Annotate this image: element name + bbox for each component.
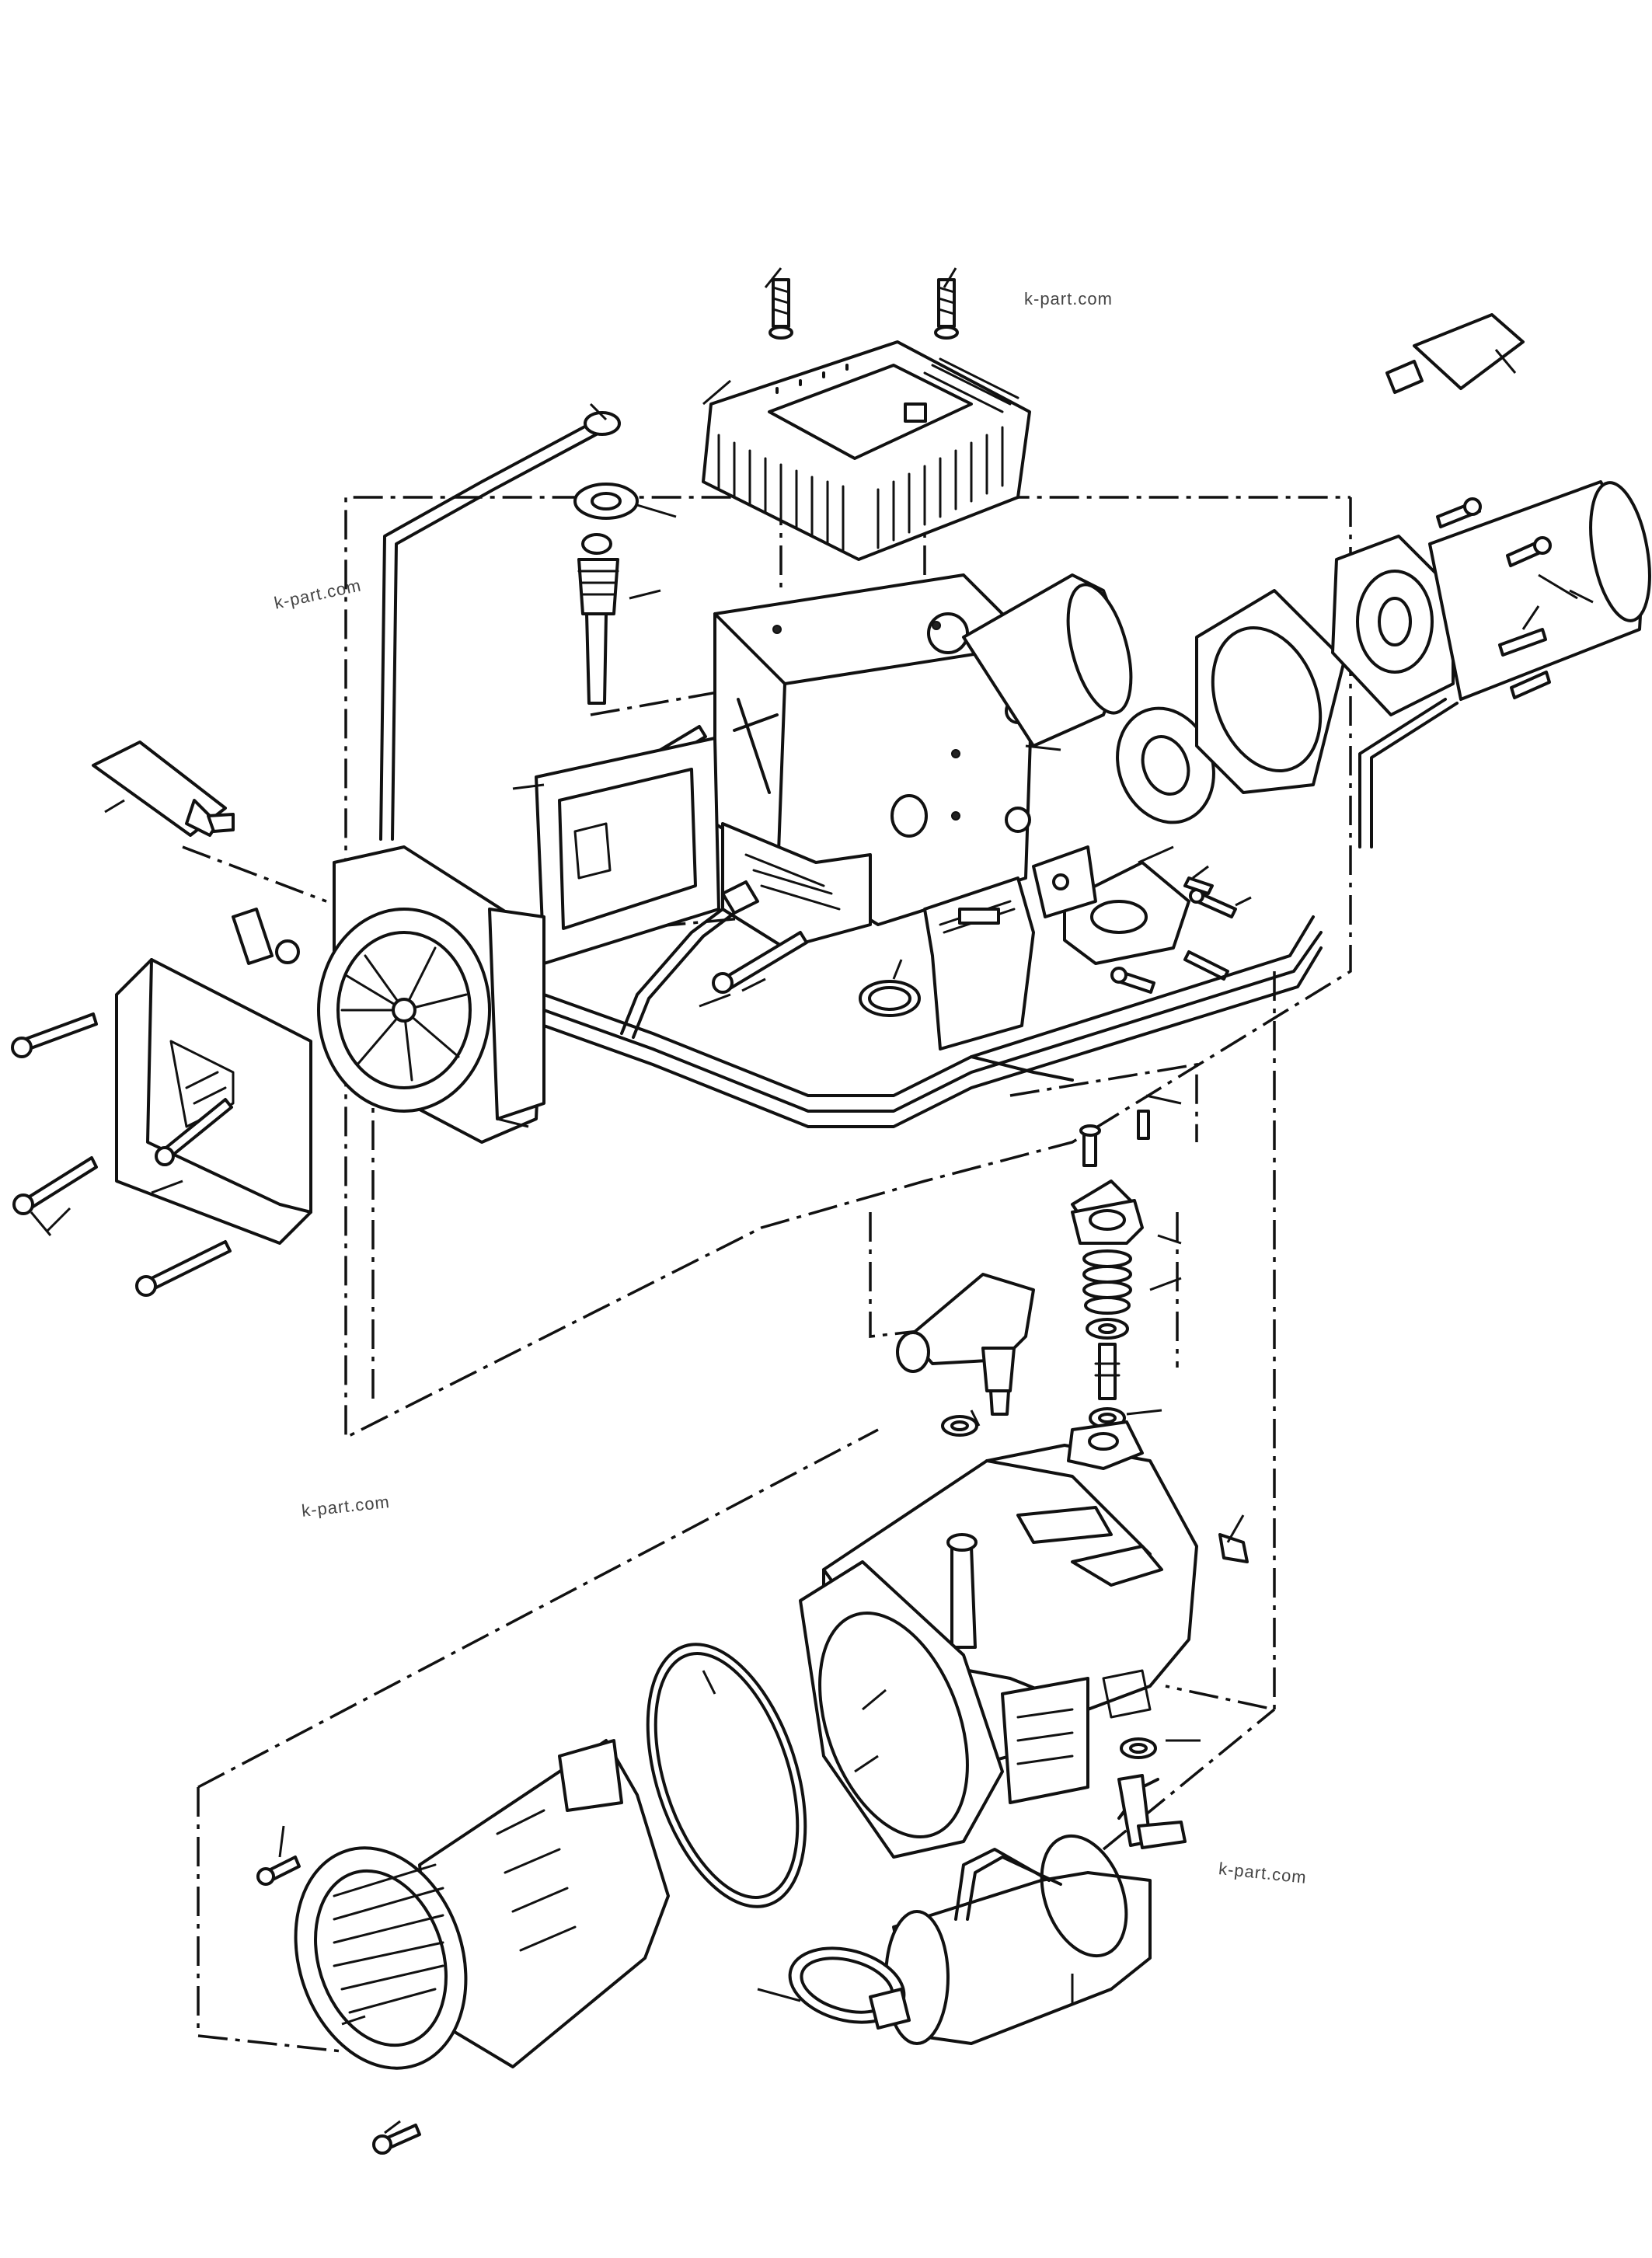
valve-pin bbox=[1094, 1343, 1121, 1400]
burner-screw-top bbox=[256, 1856, 301, 1886]
flange-ring-small bbox=[1116, 706, 1215, 824]
valve-seat bbox=[1086, 1318, 1129, 1340]
watermark-top: k-part.com bbox=[1024, 289, 1113, 308]
glow-pin bbox=[577, 533, 619, 705]
hose-clamp-small bbox=[859, 980, 921, 1017]
wiring-harness bbox=[542, 880, 1323, 1128]
blower-clip bbox=[232, 908, 300, 965]
combustion-air-blower bbox=[317, 845, 545, 1144]
burner-screw-bottom bbox=[372, 2124, 421, 2155]
leader-lines bbox=[30, 267, 1594, 2134]
flange-screws-right bbox=[1436, 497, 1552, 699]
valve-housing bbox=[1071, 1199, 1144, 1245]
connector-plug bbox=[1032, 845, 1097, 918]
motor-housing bbox=[713, 573, 1133, 950]
sensor-plate bbox=[1063, 861, 1190, 965]
o-ring-left bbox=[941, 1415, 978, 1437]
grommet bbox=[573, 483, 639, 520]
valve-spring bbox=[1082, 1249, 1132, 1315]
cover-screws-left bbox=[11, 1012, 233, 1297]
exhaust-muffler bbox=[884, 1774, 1187, 2045]
o-ring-outlet bbox=[1120, 1737, 1157, 1759]
sensor-screws bbox=[1110, 876, 1237, 994]
cover-screw-right bbox=[934, 278, 959, 340]
paste-tube-right bbox=[1385, 313, 1525, 394]
exchanger-flange-gasket bbox=[799, 1560, 1004, 1859]
nozzle-elbow bbox=[896, 1273, 1035, 1416]
burner-tube bbox=[294, 1739, 670, 2070]
blower-cover bbox=[115, 958, 312, 1245]
blower-gasket bbox=[535, 737, 720, 965]
control-unit-cover bbox=[702, 340, 1031, 561]
flange-gasket-large bbox=[1195, 589, 1346, 794]
ground-wire bbox=[379, 411, 621, 841]
exhaust-tube-flange bbox=[1331, 480, 1651, 848]
paste-tube-left bbox=[92, 740, 235, 837]
exchanger-clip bbox=[1218, 1533, 1249, 1563]
muffler-hose-clamp bbox=[788, 1946, 911, 2030]
cover-screw-left bbox=[768, 278, 793, 340]
harness-connector bbox=[923, 876, 1035, 1051]
exchanger-seal-ring bbox=[646, 1643, 807, 1908]
housing-screw-3 bbox=[712, 931, 808, 994]
